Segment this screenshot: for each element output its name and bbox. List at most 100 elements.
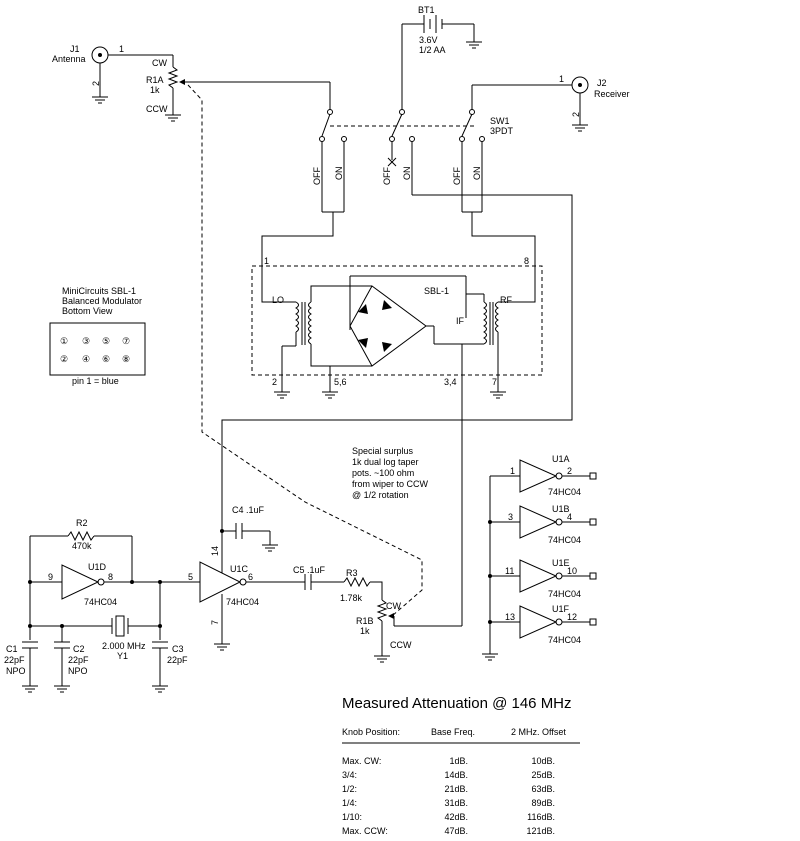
sbl1-ref: SBL-1 (424, 286, 449, 296)
sbl1-pin2: 2 (272, 377, 277, 387)
table-cell-knob: Max. CW: (342, 756, 381, 766)
r2-ref: R2 (76, 518, 88, 528)
table-cell-base: 14dB. (444, 770, 468, 780)
bt1-voltage: 3.6V (419, 35, 438, 45)
sbl1-balanced-modulator (251, 265, 543, 626)
pin-8: ⑧ (122, 354, 130, 364)
table-rows: Max. CW:1dB.10dB.3/4:14dB.25dB.1/2:21dB.… (342, 756, 555, 836)
table-cell-base: 42dB. (444, 812, 468, 822)
ground-symbol (572, 124, 588, 132)
c4-label: C4 .1uF (232, 505, 265, 515)
u1b-chip: 74HC04 (548, 535, 581, 545)
ground-symbol (22, 685, 38, 693)
c1-value: 22pF (4, 655, 25, 665)
table-cell-knob: 1/2: (342, 784, 357, 794)
j1-pin1: 1 (119, 44, 124, 54)
u1b-ref: U1B (552, 504, 570, 514)
u1e-chip: 74HC04 (548, 589, 581, 599)
ground-symbol (92, 96, 108, 104)
j2-pin1: 1 (559, 74, 564, 84)
c1-type: NPO (6, 666, 26, 676)
r1b-cw-label: CW (386, 601, 401, 611)
ground-symbol (490, 391, 506, 399)
note-line-2: 1k dual log taper (352, 457, 419, 467)
sbl1-pin7: 7 (492, 377, 497, 387)
u1b-pin3: 3 (508, 512, 513, 522)
sw1-on-1: ON (334, 167, 344, 181)
r1a-ref: R1A (146, 75, 164, 85)
u1a-ref: U1A (552, 454, 570, 464)
c3-ref: C3 (172, 644, 184, 654)
table-cell-offset: 121dB. (526, 826, 555, 836)
r3-value: 1.78k (340, 593, 363, 603)
j1-ref: J1 (70, 44, 80, 54)
table-cell-knob: 1/10: (342, 812, 362, 822)
u1f-ref: U1F (552, 604, 570, 614)
u1a-pin1: 1 (510, 466, 515, 476)
pinout-title-3: Bottom View (62, 306, 113, 316)
r1b-ccw-label: CCW (390, 640, 412, 650)
u1c-pin6: 6 (248, 572, 253, 582)
attenuation-table: Measured Attenuation @ 146 MHz Knob Posi… (342, 695, 580, 836)
table-cell-offset: 116dB. (527, 812, 555, 822)
sw1-on-2: ON (402, 167, 412, 181)
table-cell-base: 31dB. (444, 798, 468, 808)
r1a-cw-label: CW (152, 58, 167, 68)
u1d-pin8: 8 (108, 572, 113, 582)
r3-ref: R3 (346, 568, 358, 578)
pinout-body (49, 322, 146, 376)
table-cell-offset: 25dB. (531, 770, 555, 780)
u1d-chip: 74HC04 (84, 597, 117, 607)
sw1-off-1: OFF (312, 167, 322, 185)
c2-type: NPO (68, 666, 88, 676)
pinout-pins: ① ③ ⑤ ⑦ ② ④ ⑥ ⑧ (60, 336, 130, 364)
y1-ref: Y1 (117, 651, 128, 661)
j2-pin2: 2 (571, 112, 581, 117)
j1-pin2: 2 (91, 81, 101, 86)
table-cell-base: 47dB. (444, 826, 468, 836)
pinout-title-2: Balanced Modulator (62, 296, 142, 306)
ground-symbol (262, 544, 278, 552)
note-line-4: from wiper to CCW (352, 479, 429, 489)
r2-value: 470k (72, 541, 92, 551)
sbl1-if: IF (456, 316, 465, 326)
table-cell-base: 1dB. (449, 756, 468, 766)
table-header-offset: 2 MHz. Offset (511, 727, 566, 737)
buffer-u1c (199, 523, 462, 663)
unused-inverters (482, 459, 597, 661)
table-cell-knob: 1/4: (342, 798, 357, 808)
u1b-pin4: 4 (567, 512, 572, 522)
u1c-pin5: 5 (188, 572, 193, 582)
sbl1-pin34: 3,4 (444, 377, 457, 387)
u1e-pin10: 10 (567, 566, 577, 576)
sbl1-lo: LO (272, 295, 284, 305)
bt1-size: 1/2 AA (419, 45, 446, 55)
pin-7: ⑦ (122, 336, 130, 346)
ground-symbol (54, 685, 70, 693)
u1e-ref: U1E (552, 558, 570, 568)
c3-value: 22pF (167, 655, 188, 665)
sw1-on-3: ON (472, 167, 482, 181)
ground-symbol (466, 41, 482, 49)
ground-symbol (165, 114, 181, 122)
u1e-pin11: 11 (505, 566, 514, 576)
bt1-ref: BT1 (418, 5, 435, 15)
pin-5: ⑤ (102, 336, 110, 346)
table-cell-offset: 63dB. (531, 784, 555, 794)
j2-ref: J2 (597, 78, 607, 88)
c5-label: C5 .1uF (293, 565, 326, 575)
note-line-3: pots. ~100 ohm (352, 468, 414, 478)
u1c-chip: 74HC04 (226, 597, 259, 607)
table-cell-knob: 3/4: (342, 770, 357, 780)
pinout-title-1: MiniCircuits SBL-1 (62, 286, 136, 296)
switch-wiring (221, 194, 573, 578)
table-header-knob: Knob Position: (342, 727, 400, 737)
pinout-caption: pin 1 = blue (72, 376, 119, 386)
sbl1-pin1: 1 (264, 256, 269, 266)
r1b-value: 1k (360, 626, 370, 636)
sw1-off-2: OFF (382, 167, 392, 185)
c2-ref: C2 (73, 644, 85, 654)
u1d-ref: U1D (88, 562, 107, 572)
j2-name: Receiver (594, 89, 630, 99)
